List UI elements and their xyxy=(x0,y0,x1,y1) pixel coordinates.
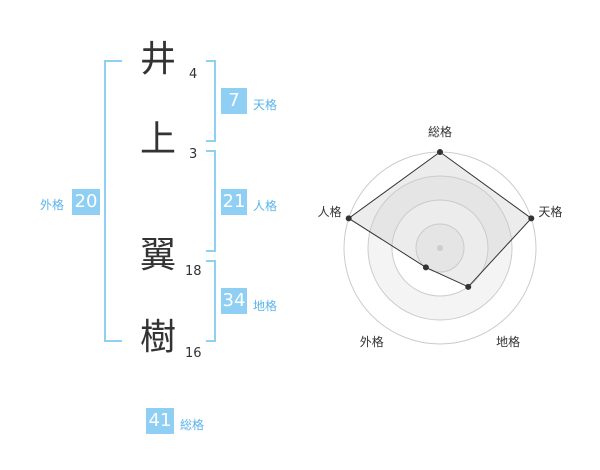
radar-axis-label-2: 地格 xyxy=(496,334,520,349)
chikaku-bracket xyxy=(206,260,216,342)
radar-point-2 xyxy=(465,283,472,290)
tenkaku-label: 天格 xyxy=(253,98,278,112)
radar-point-3 xyxy=(422,264,429,271)
jinkaku-value: 21 xyxy=(221,189,247,215)
name-char-2: 上 xyxy=(140,119,177,160)
chikaku-value: 34 xyxy=(221,288,247,314)
radar-data-polygon xyxy=(347,151,533,288)
stroke-count-1: 4 xyxy=(189,67,198,82)
stroke-count-2: 3 xyxy=(189,147,198,162)
name-char-1: 井 xyxy=(140,39,177,80)
gaikaku-value: 20 xyxy=(72,189,100,215)
radar-center-dot xyxy=(437,245,443,251)
tenkaku-value: 7 xyxy=(221,88,247,114)
stroke-count-3: 18 xyxy=(185,264,202,279)
name-char-3: 翼 xyxy=(140,235,177,276)
radar-axis-label-3: 外格 xyxy=(360,334,384,349)
radar-point-0 xyxy=(437,149,443,155)
radar-point-1 xyxy=(528,215,535,222)
gaikaku-label: 外格 xyxy=(40,198,65,212)
tenkaku-bracket xyxy=(206,60,216,142)
soukaku-value: 41 xyxy=(146,408,174,434)
jinkaku-bracket xyxy=(206,150,216,252)
soukaku-label: 総格 xyxy=(180,418,205,432)
radar-axis-label-1: 天格 xyxy=(538,204,562,219)
name-char-4: 樹 xyxy=(140,317,177,358)
radar-axis-label-0: 総格 xyxy=(428,124,452,139)
radar-point-4 xyxy=(345,215,352,222)
jinkaku-label: 人格 xyxy=(253,199,278,213)
stroke-count-4: 16 xyxy=(185,346,202,361)
gaikaku-bracket xyxy=(104,60,122,342)
chikaku-label: 地格 xyxy=(253,299,278,313)
radar-axis-label-4: 人格 xyxy=(318,204,342,219)
